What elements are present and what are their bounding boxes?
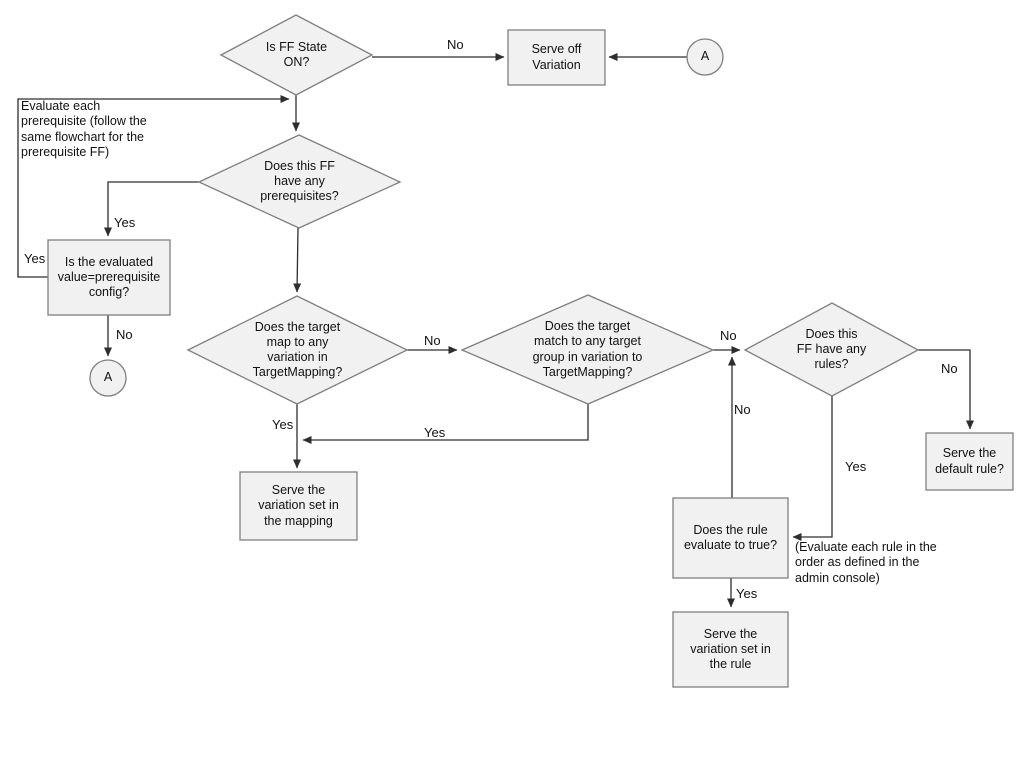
circle-connector-a-top: [686, 38, 724, 76]
edge-d5-yes: [792, 396, 833, 541]
diamond-has-rules: [743, 302, 920, 397]
edge-prereq-loop-yes: [17, 95, 290, 278]
diamond-has-prerequisites: [197, 134, 402, 229]
edge-d4-yes-loop: [302, 404, 589, 444]
edge-d2-to-d3: [293, 227, 302, 293]
rect-serve-off-variation: [507, 29, 606, 86]
diamond-target-map: [186, 295, 409, 405]
rect-serve-default: [925, 432, 1014, 491]
edge-d5-no: [918, 349, 974, 430]
diamond-target-match: [460, 294, 715, 405]
rect-serve-mapping: [239, 471, 358, 541]
diamond-is-ff-state-on: [219, 14, 374, 96]
rect-serve-rule: [672, 611, 789, 688]
rect-rule-evaluate: [672, 497, 789, 579]
rect-evaluated-value: [47, 239, 171, 316]
circle-connector-a-left: [89, 359, 127, 397]
edge-d2-yes: [104, 181, 199, 237]
